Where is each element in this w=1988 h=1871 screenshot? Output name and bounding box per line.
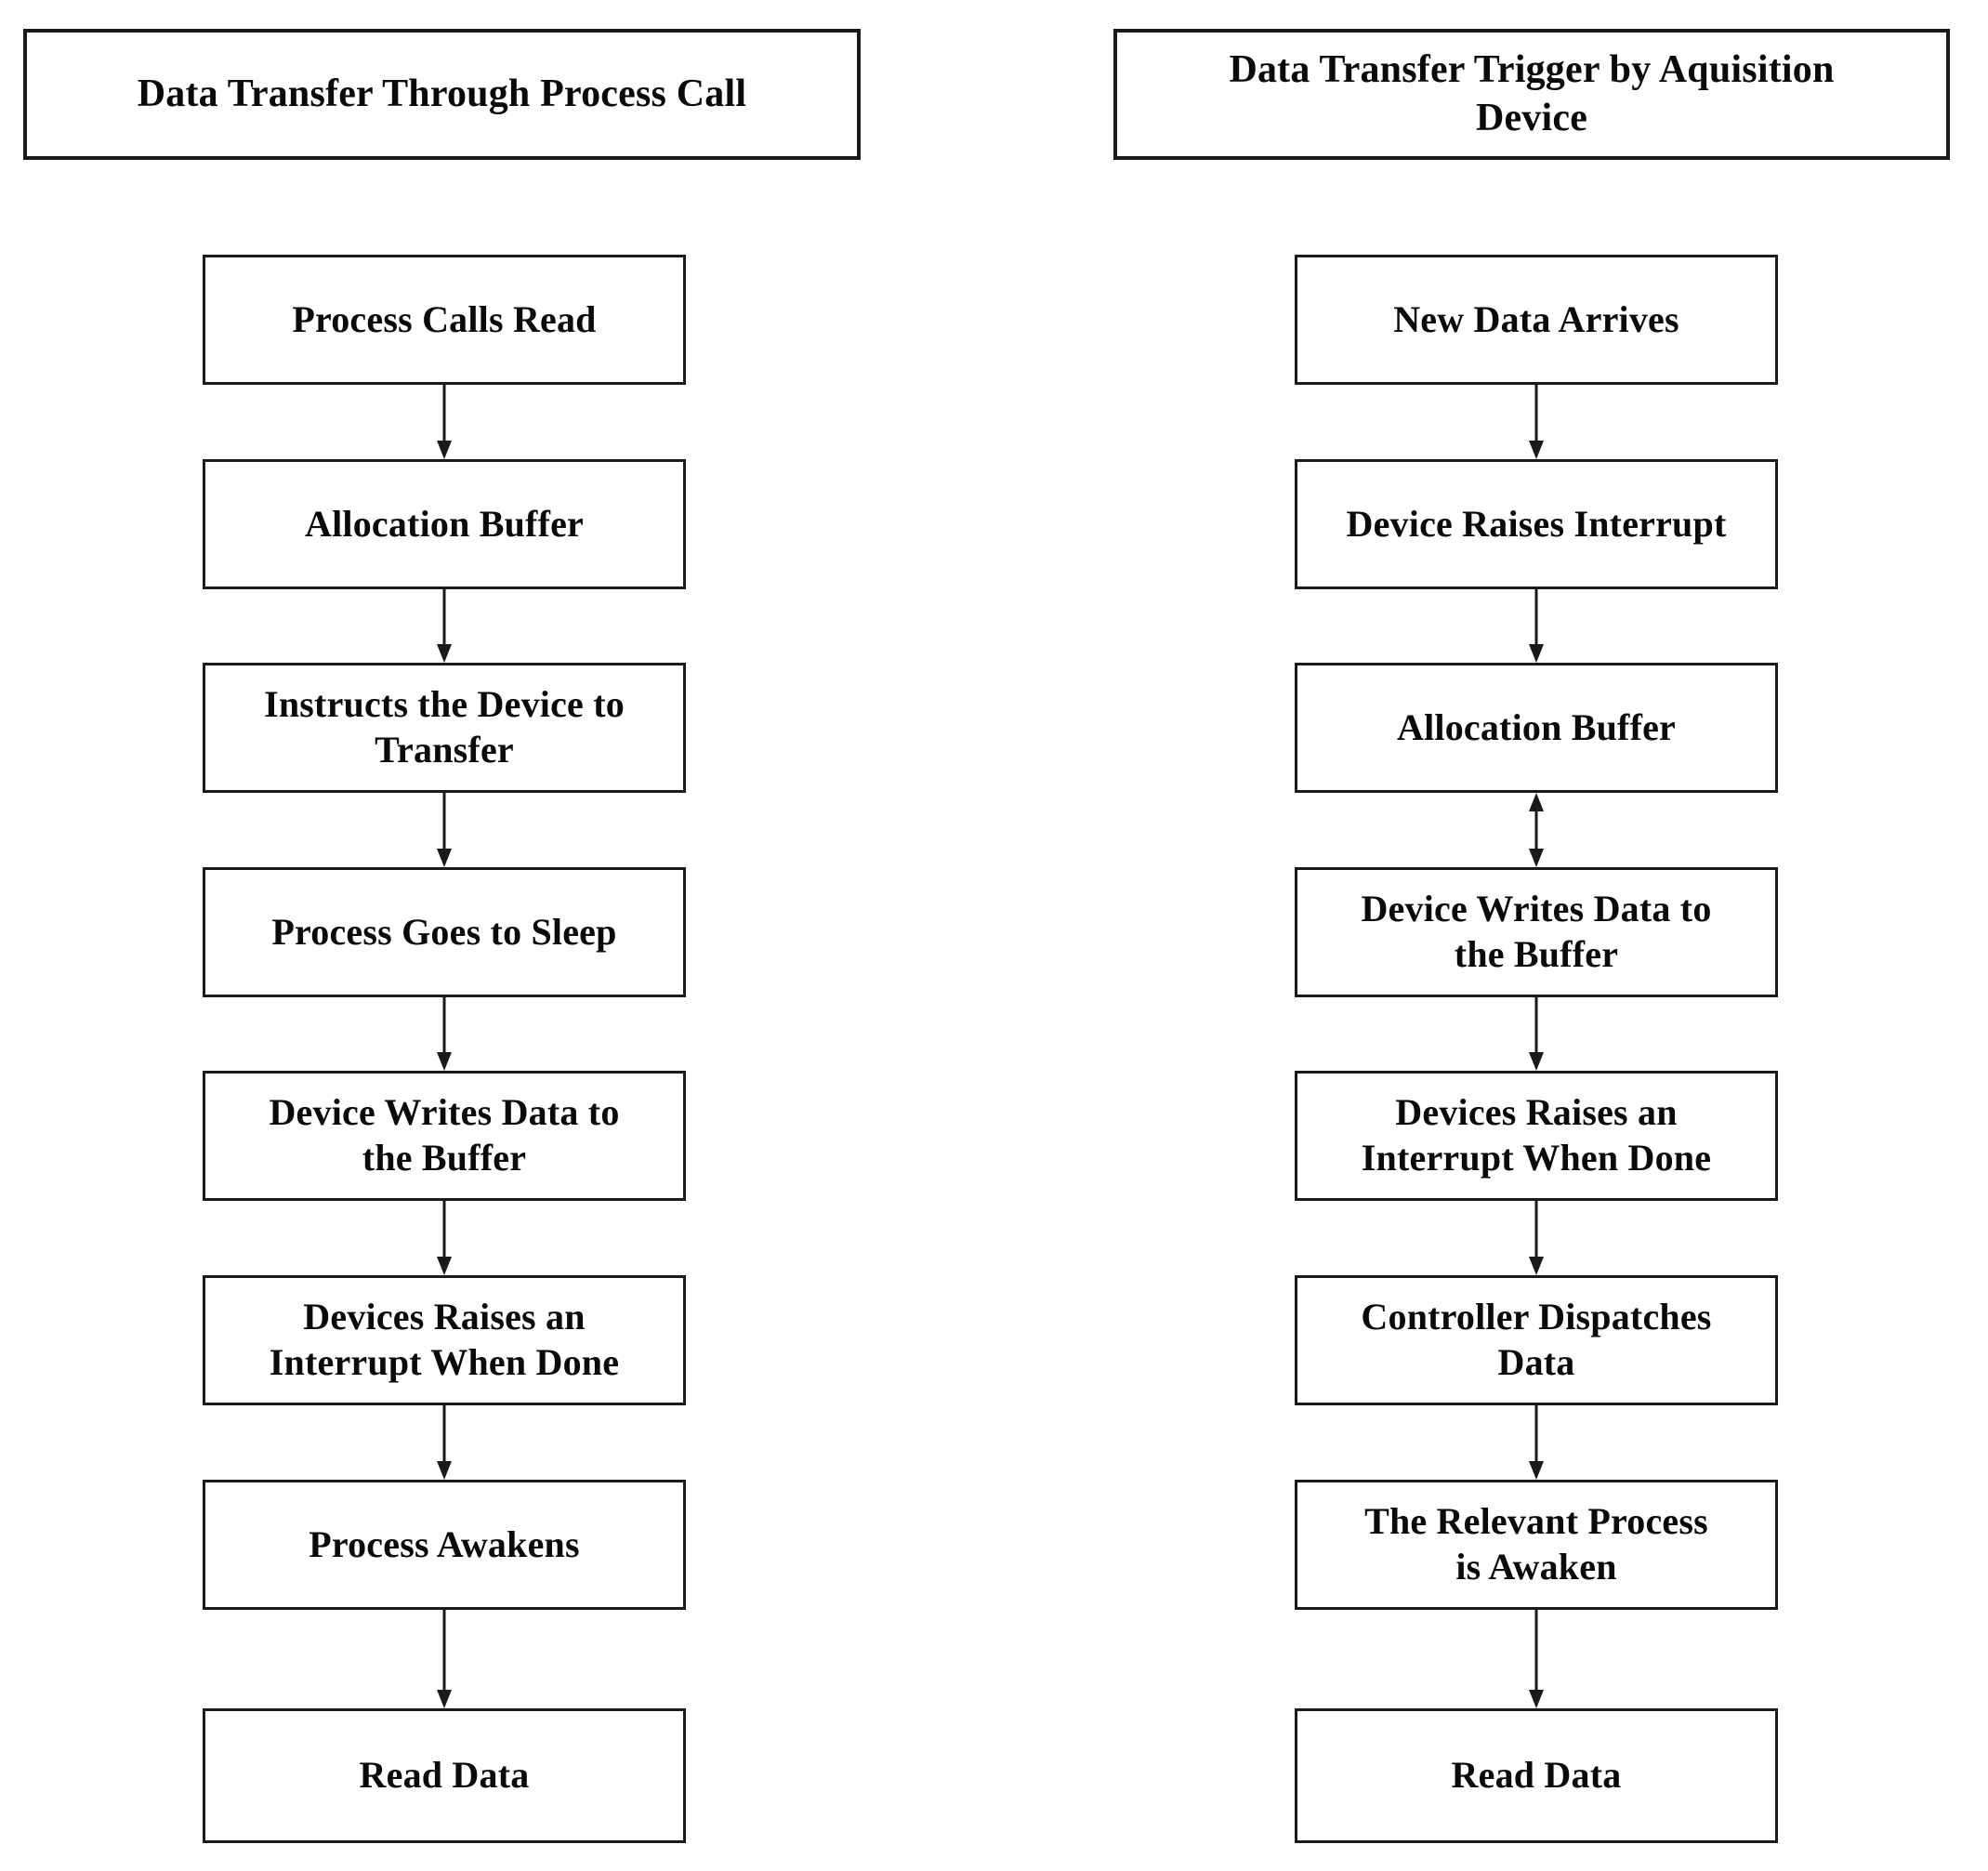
step-label-new-data-arrives: New Data Arrives bbox=[1393, 297, 1679, 340]
right-flow-title-box: Data Transfer Trigger by Aquisition Devi… bbox=[1113, 29, 1950, 160]
connector-process-awakens-to-read-data bbox=[426, 1610, 463, 1708]
left-flow-title-box: Data Transfer Through Process Call bbox=[23, 29, 861, 160]
step-label-device-writes-data-r: Device Writes Data to the Buffer bbox=[1361, 888, 1712, 975]
step-label-instructs-device: Instructs the Device to Transfer bbox=[264, 683, 625, 771]
step-label-process-goes-to-sleep: Process Goes to Sleep bbox=[271, 910, 617, 953]
step-label-relevant-process-awaken: The Relevant Process is Awaken bbox=[1364, 1500, 1708, 1588]
step-box-relevant-process-awaken: The Relevant Process is Awaken bbox=[1295, 1480, 1778, 1610]
step-box-controller-dispatches: Controller Dispatches Data bbox=[1295, 1275, 1778, 1405]
connector-device-writes-data-to-devices-raises-interrupt bbox=[1518, 997, 1555, 1071]
step-label-controller-dispatches: Controller Dispatches Data bbox=[1361, 1296, 1712, 1383]
step-box-new-data-arrives: New Data Arrives bbox=[1295, 255, 1778, 385]
step-label-allocation-buffer: Allocation Buffer bbox=[304, 502, 585, 545]
step-box-allocation-buffer-r: Allocation Buffer bbox=[1295, 663, 1778, 793]
step-box-process-calls-read: Process Calls Read bbox=[203, 255, 686, 385]
connector-allocation-buffer-to-device-writes-data-bidirectional bbox=[1518, 793, 1555, 867]
step-box-device-raises-interrupt-r: Device Raises Interrupt bbox=[1295, 459, 1778, 589]
step-box-process-awakens: Process Awakens bbox=[203, 1480, 686, 1610]
step-label-process-awakens: Process Awakens bbox=[309, 1522, 580, 1565]
step-box-read-data-r: Read Data bbox=[1295, 1708, 1778, 1843]
connector-instructs-device-to-process-goes-to-sleep bbox=[426, 793, 463, 867]
connector-new-data-arrives-to-device-raises-interrupt bbox=[1518, 385, 1555, 459]
step-label-device-writes-data: Device Writes Data to the Buffer bbox=[269, 1091, 620, 1179]
step-label-device-raises-interrupt: Devices Raises an Interrupt When Done bbox=[269, 1296, 620, 1383]
right-flow-title-label: Data Transfer Trigger by Aquisition Devi… bbox=[1229, 48, 1835, 139]
step-box-devices-raises-interrupt-r: Devices Raises an Interrupt When Done bbox=[1295, 1071, 1778, 1201]
left-flow-title-label: Data Transfer Through Process Call bbox=[137, 72, 747, 115]
connector-allocation-buffer-to-instructs-device bbox=[426, 589, 463, 663]
step-box-device-raises-interrupt: Devices Raises an Interrupt When Done bbox=[203, 1275, 686, 1405]
connector-process-calls-read-to-allocation-buffer bbox=[426, 385, 463, 459]
connector-process-goes-to-sleep-to-device-writes-data bbox=[426, 997, 463, 1071]
step-label-devices-raises-interrupt-r: Devices Raises an Interrupt When Done bbox=[1361, 1091, 1712, 1179]
step-label-read-data-r: Read Data bbox=[1451, 1754, 1622, 1797]
step-label-read-data: Read Data bbox=[359, 1754, 530, 1797]
connector-device-writes-data-to-device-raises-interrupt bbox=[426, 1201, 463, 1275]
step-box-read-data: Read Data bbox=[203, 1708, 686, 1843]
connector-relevant-process-awaken-to-read-data bbox=[1518, 1610, 1555, 1708]
step-label-process-calls-read: Process Calls Read bbox=[292, 297, 597, 340]
step-box-device-writes-data: Device Writes Data to the Buffer bbox=[203, 1071, 686, 1201]
step-box-allocation-buffer: Allocation Buffer bbox=[203, 459, 686, 589]
connector-controller-dispatches-to-relevant-process-awaken bbox=[1518, 1405, 1555, 1480]
step-box-instructs-device: Instructs the Device to Transfer bbox=[203, 663, 686, 793]
connector-devices-raises-interrupt-to-controller-dispatches bbox=[1518, 1201, 1555, 1275]
step-label-device-raises-interrupt-r: Device Raises Interrupt bbox=[1346, 502, 1727, 545]
step-label-allocation-buffer-r: Allocation Buffer bbox=[1396, 705, 1677, 748]
connector-device-raises-interrupt-to-process-awakens bbox=[426, 1405, 463, 1480]
connector-device-raises-interrupt-to-allocation-buffer bbox=[1518, 589, 1555, 663]
step-box-device-writes-data-r: Device Writes Data to the Buffer bbox=[1295, 867, 1778, 997]
step-box-process-goes-to-sleep: Process Goes to Sleep bbox=[203, 867, 686, 997]
